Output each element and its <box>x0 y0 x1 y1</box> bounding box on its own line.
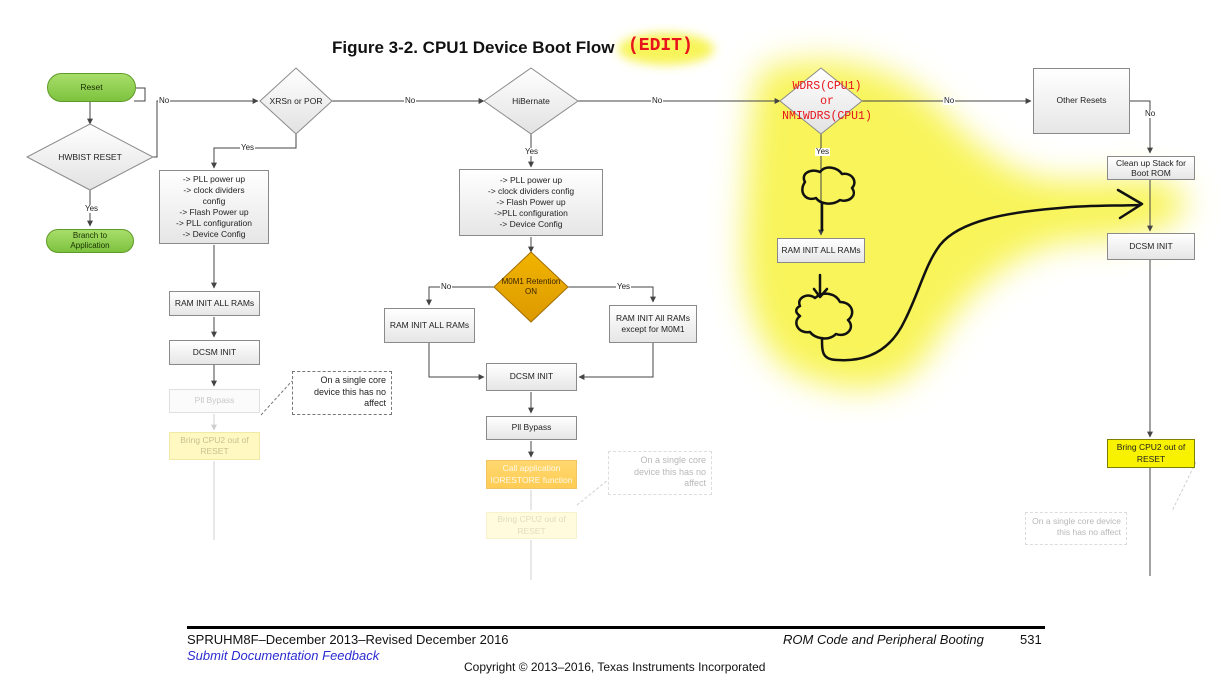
reset-terminal: Reset <box>47 73 136 102</box>
edge-label-no: No <box>404 96 417 105</box>
faded-connector-lines <box>211 414 1197 580</box>
hib-ram-init-except-box: RAM INIT All RAMs except for M0M1 <box>609 305 697 343</box>
xrsn-por-label: XRSn or POR <box>269 96 323 106</box>
por-bring-cpu2-box: Bring CPU2 out of RESET <box>169 432 260 460</box>
por-ram-init-box: RAM INIT ALL RAMs <box>169 291 260 316</box>
footer-page-number: 531 <box>1020 632 1042 647</box>
other-dcsm-init-box: DCSM INIT <box>1107 233 1195 260</box>
edge-label-no: No <box>651 96 664 105</box>
wdrs-nmiwdrs-label: WDRS(CPU1) or NMIWDRS(CPU1) <box>782 80 872 123</box>
wd-ram-init-box: RAM INIT ALL RAMs <box>777 238 865 263</box>
edge-label-no: No <box>158 96 171 105</box>
edge-label-yes: Yes <box>616 282 632 291</box>
feedback-link[interactable]: Submit Documentation Feedback <box>187 648 380 663</box>
por-init-steps-box: -> PLL power up -> clock dividers config… <box>159 170 269 244</box>
hwbist-reset-label: HWBIST RESET <box>58 152 122 162</box>
other-single-core-note: On a single core device this has no affe… <box>1025 512 1127 545</box>
decision-shapes <box>25 67 863 323</box>
por-pll-bypass-box: Pll Bypass <box>169 389 260 413</box>
hib-dcsm-init-box: DCSM INIT <box>486 363 577 391</box>
footer-rule <box>187 626 1045 629</box>
hib-init-steps-box: -> PLL power up -> clock dividers config… <box>459 169 603 236</box>
por-dcsm-init-box: DCSM INIT <box>169 340 260 365</box>
highlight-marker <box>618 33 1186 389</box>
edge-label-yes: Yes <box>84 204 100 213</box>
edge-label-yes: Yes <box>815 147 831 156</box>
other-bring-cpu2-box: Bring CPU2 out of RESET <box>1107 439 1195 468</box>
edge-label-no: No <box>943 96 956 105</box>
footer-section: ROM Code and Peripheral Booting <box>783 632 984 647</box>
footer-doc-id: SPRUHM8F–December 2013–Revised December … <box>187 632 509 647</box>
edge-label-no: No <box>1144 109 1157 118</box>
hib-pll-bypass-box: Pll Bypass <box>486 416 577 440</box>
footer-copyright: Copyright © 2013–2016, Texas Instruments… <box>464 660 766 674</box>
edge-label-yes: Yes <box>240 143 256 152</box>
branch-to-application-terminal: Branch to Application <box>46 229 134 253</box>
other-resets-box: Other Resets <box>1033 68 1130 134</box>
hib-single-core-note: On a single core device this has no affe… <box>608 451 712 495</box>
edge-label-yes: Yes <box>524 147 540 156</box>
edge-label-no: No <box>440 282 453 291</box>
handdrawn-scribbles <box>795 166 1144 362</box>
edit-tag: (EDIT) <box>628 36 693 56</box>
hib-bring-cpu2-box: Bring CPU2 out of RESET <box>486 512 577 539</box>
por-single-core-note: On a single core device this has no affe… <box>292 371 392 415</box>
other-cleanup-box: Clean up Stack for Boot ROM <box>1107 156 1195 180</box>
hib-ram-init-all-box: RAM INIT ALL RAMs <box>384 308 475 343</box>
hib-call-app-box: Call application IORESTORE function <box>486 460 577 489</box>
hibernate-label: HiBernate <box>512 96 550 106</box>
figure-title: Figure 3-2. CPU1 Device Boot Flow <box>332 38 615 57</box>
m0m1-retention-label: M0M1 Retention ON <box>501 277 561 297</box>
